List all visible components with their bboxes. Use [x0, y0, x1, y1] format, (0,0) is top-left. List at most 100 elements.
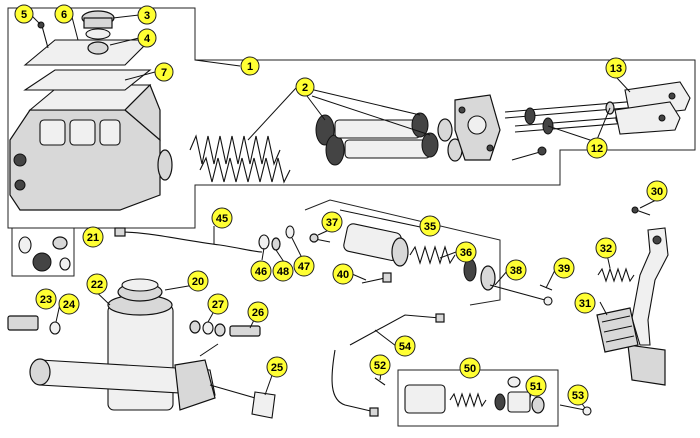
callout-22: 22	[86, 273, 108, 295]
svg-text:25: 25	[271, 362, 283, 374]
svg-text:30: 30	[651, 186, 663, 198]
svg-text:5: 5	[21, 9, 27, 21]
slave-bolt	[361, 272, 392, 284]
callout-12: 12	[586, 137, 608, 159]
reservoir-arrow	[199, 343, 219, 357]
banjo-stud	[7, 315, 39, 331]
callout-27: 27	[207, 293, 229, 315]
pipe-nut-b	[369, 407, 379, 417]
pedal-pad-rubber	[596, 307, 639, 353]
master-cylinder-group-frame	[7, 7, 696, 229]
cover-gasket	[23, 69, 152, 91]
svg-text:20: 20	[192, 276, 204, 288]
callout-36: 36	[455, 241, 477, 263]
stud-washer	[49, 321, 61, 335]
svg-text:6: 6	[61, 9, 67, 21]
master-cylinder-body	[9, 83, 173, 211]
svg-text:39: 39	[558, 263, 570, 275]
callout-31: 31	[574, 292, 596, 314]
callout-20: 20	[187, 270, 209, 292]
svg-text:27: 27	[212, 299, 224, 311]
svg-text:4: 4	[144, 33, 151, 45]
callout-48: 48	[272, 260, 294, 282]
bleed-nipple	[309, 233, 331, 243]
callout-40: 40	[332, 263, 354, 285]
callout-7: 7	[154, 62, 174, 82]
svg-text:38: 38	[510, 265, 522, 277]
piston-springs	[189, 134, 291, 184]
svg-text:32: 32	[600, 243, 612, 255]
svg-text:40: 40	[337, 269, 349, 281]
switch-screw	[374, 377, 386, 386]
filler-seal	[87, 41, 109, 55]
svg-text:24: 24	[63, 299, 76, 311]
return-spring	[597, 267, 635, 283]
brake-pipe-a	[349, 314, 441, 346]
svg-text:3: 3	[144, 10, 150, 22]
svg-text:45: 45	[216, 213, 228, 225]
svg-text:53: 53	[572, 390, 584, 402]
callout-39: 39	[553, 257, 575, 279]
mounting-bolts	[189, 320, 261, 337]
callout-25: 25	[266, 356, 288, 378]
callout-4: 4	[137, 28, 157, 48]
callout-46: 46	[250, 260, 272, 282]
callout-24: 24	[58, 293, 80, 315]
callout-37: 37	[321, 211, 343, 233]
svg-text:22: 22	[91, 279, 103, 291]
hose-end-fitting	[114, 227, 126, 237]
callout-35: 35	[419, 215, 441, 237]
leader-lines	[29, 13, 657, 409]
cylinder-barrel	[29, 358, 216, 411]
svg-text:31: 31	[579, 298, 591, 310]
pedal-bolt	[631, 206, 651, 216]
callout-51: 51	[525, 375, 547, 397]
svg-text:51: 51	[530, 381, 542, 393]
seal-kit-box	[11, 227, 75, 277]
reservoir-cover-plate	[23, 39, 152, 66]
callout-2: 2	[295, 77, 315, 97]
slave-cylinder-group-frame	[304, 199, 501, 306]
callout-1: 1	[240, 56, 260, 76]
flexible-hose	[119, 231, 263, 253]
callout-6: 6	[54, 4, 74, 24]
svg-text:48: 48	[277, 266, 289, 278]
slave-cylinder	[343, 223, 496, 291]
callout-3: 3	[137, 5, 157, 25]
svg-text:13: 13	[610, 63, 622, 75]
svg-text:2: 2	[302, 82, 308, 94]
callout-5: 5	[14, 4, 34, 24]
svg-text:47: 47	[298, 261, 310, 273]
svg-text:26: 26	[252, 307, 264, 319]
seal-kit-parts	[18, 236, 71, 272]
callout-26: 26	[247, 301, 269, 323]
callout-52: 52	[369, 354, 391, 376]
cover-screw	[37, 21, 49, 49]
mounting-flange	[454, 94, 501, 161]
callout-47: 47	[293, 255, 315, 277]
brake-pipe-b	[331, 349, 376, 413]
svg-text:7: 7	[161, 67, 167, 79]
pipe-nut-a	[435, 313, 445, 323]
repair-kit-parts	[404, 376, 545, 414]
callout-30: 30	[646, 180, 668, 202]
callout-38: 38	[505, 259, 527, 281]
svg-text:54: 54	[399, 341, 412, 353]
clevis-forks	[614, 81, 691, 135]
svg-text:23: 23	[40, 294, 52, 306]
cylinder-pushrod	[209, 384, 276, 419]
callout-32: 32	[595, 237, 617, 259]
svg-text:35: 35	[424, 221, 436, 233]
filler-cap	[81, 10, 115, 40]
callout-45: 45	[211, 207, 233, 229]
pipe-union	[559, 404, 592, 416]
svg-text:21: 21	[87, 232, 99, 244]
pedal-pad	[627, 344, 666, 386]
svg-text:12: 12	[591, 143, 603, 155]
svg-text:46: 46	[255, 266, 267, 278]
svg-text:1: 1	[247, 61, 253, 73]
callout-21: 21	[82, 226, 104, 248]
callout-54: 54	[394, 335, 416, 357]
slave-pushrod	[489, 284, 553, 306]
